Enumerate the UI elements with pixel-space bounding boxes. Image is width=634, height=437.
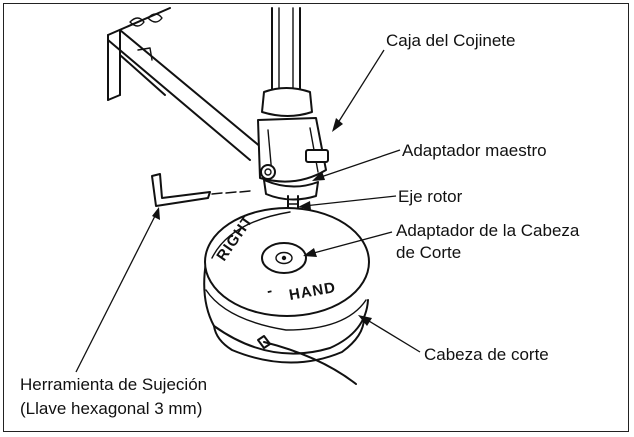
label-tool-line1: Herramienta de Sujeción bbox=[20, 375, 207, 394]
label-rotor-shaft: Eje rotor bbox=[398, 187, 463, 206]
label-head-adapter-line1: Adaptador de la Cabeza bbox=[396, 221, 580, 240]
spool-stamp-dash: - bbox=[265, 282, 274, 300]
guard-bracket-icon bbox=[107, 7, 263, 161]
label-master-adapter: Adaptador maestro bbox=[402, 141, 547, 160]
label-cutting-head: Cabeza de corte bbox=[424, 345, 549, 364]
cutting-head-spool-icon: RIGHT - HAND bbox=[203, 207, 370, 385]
label-head-adapter-line2: de Corte bbox=[396, 243, 461, 262]
label-tool-line2: (Llave hexagonal 3 mm) bbox=[20, 399, 202, 418]
hex-key-icon bbox=[151, 173, 251, 207]
label-bearing-housing: Caja del Cojinete bbox=[386, 31, 515, 50]
shaft-tube-icon bbox=[271, 7, 301, 93]
leader-lines bbox=[75, 49, 421, 373]
bearing-housing bbox=[257, 87, 329, 201]
